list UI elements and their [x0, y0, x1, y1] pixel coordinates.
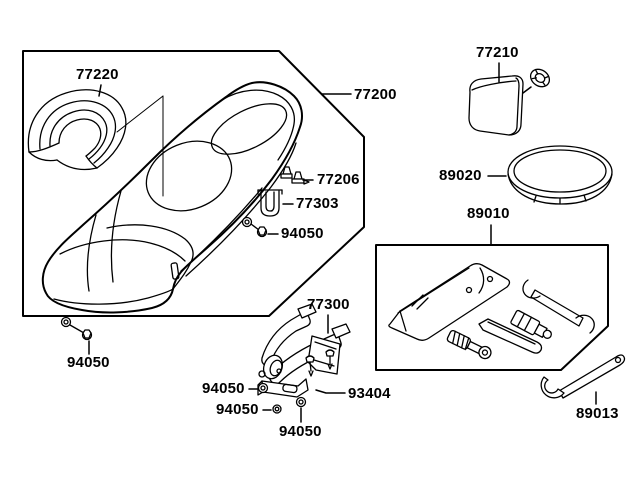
part-label-77220: 77220	[76, 66, 119, 83]
part-label-94050-hinge-lower: 94050	[216, 401, 259, 418]
part-label-77303: 77303	[296, 195, 339, 212]
part-label-94050-hinge-left: 94050	[202, 380, 245, 397]
tool-pouch-drawing	[388, 263, 511, 341]
part-label-94050-seat: 94050	[281, 225, 324, 242]
hinge-washer-2	[272, 404, 282, 414]
handle-drawing	[446, 329, 492, 360]
part-label-77210: 77210	[476, 44, 519, 61]
screwdriver-drawing	[478, 318, 543, 354]
leader-lines	[88, 62, 597, 423]
socket-drawing	[510, 309, 552, 339]
part-label-77200: 77200	[354, 86, 397, 103]
seat-drawing	[41, 81, 303, 314]
backrest-pad-drawing	[27, 89, 127, 171]
part-label-89010: 89010	[467, 205, 510, 222]
part-label-94050-front: 94050	[67, 354, 110, 371]
strap-drawing	[257, 189, 283, 217]
hinge-washer-3	[295, 396, 307, 408]
front-bolt-drawing	[60, 316, 93, 341]
main-parts-box	[22, 50, 365, 317]
part-label-93404: 93404	[348, 385, 391, 402]
part-label-89020: 89020	[439, 167, 482, 184]
clip-drawing	[280, 166, 310, 185]
wrench-drawing	[522, 279, 595, 334]
hinge-drawing	[257, 303, 351, 398]
hinge-washer-1	[257, 382, 269, 394]
hook-wrench-drawing	[540, 354, 626, 399]
headrest-pad-drawing	[468, 75, 524, 136]
trim-ring-drawing	[507, 145, 613, 205]
seat-bolt-drawing	[241, 216, 268, 238]
part-label-94050-hinge-bottom: 94050	[279, 423, 322, 440]
grommet-drawing	[529, 68, 551, 88]
part-label-89013: 89013	[576, 405, 619, 422]
part-label-77206: 77206	[317, 171, 360, 188]
part-label-77300: 77300	[307, 296, 350, 313]
toolkit-box	[375, 244, 609, 371]
